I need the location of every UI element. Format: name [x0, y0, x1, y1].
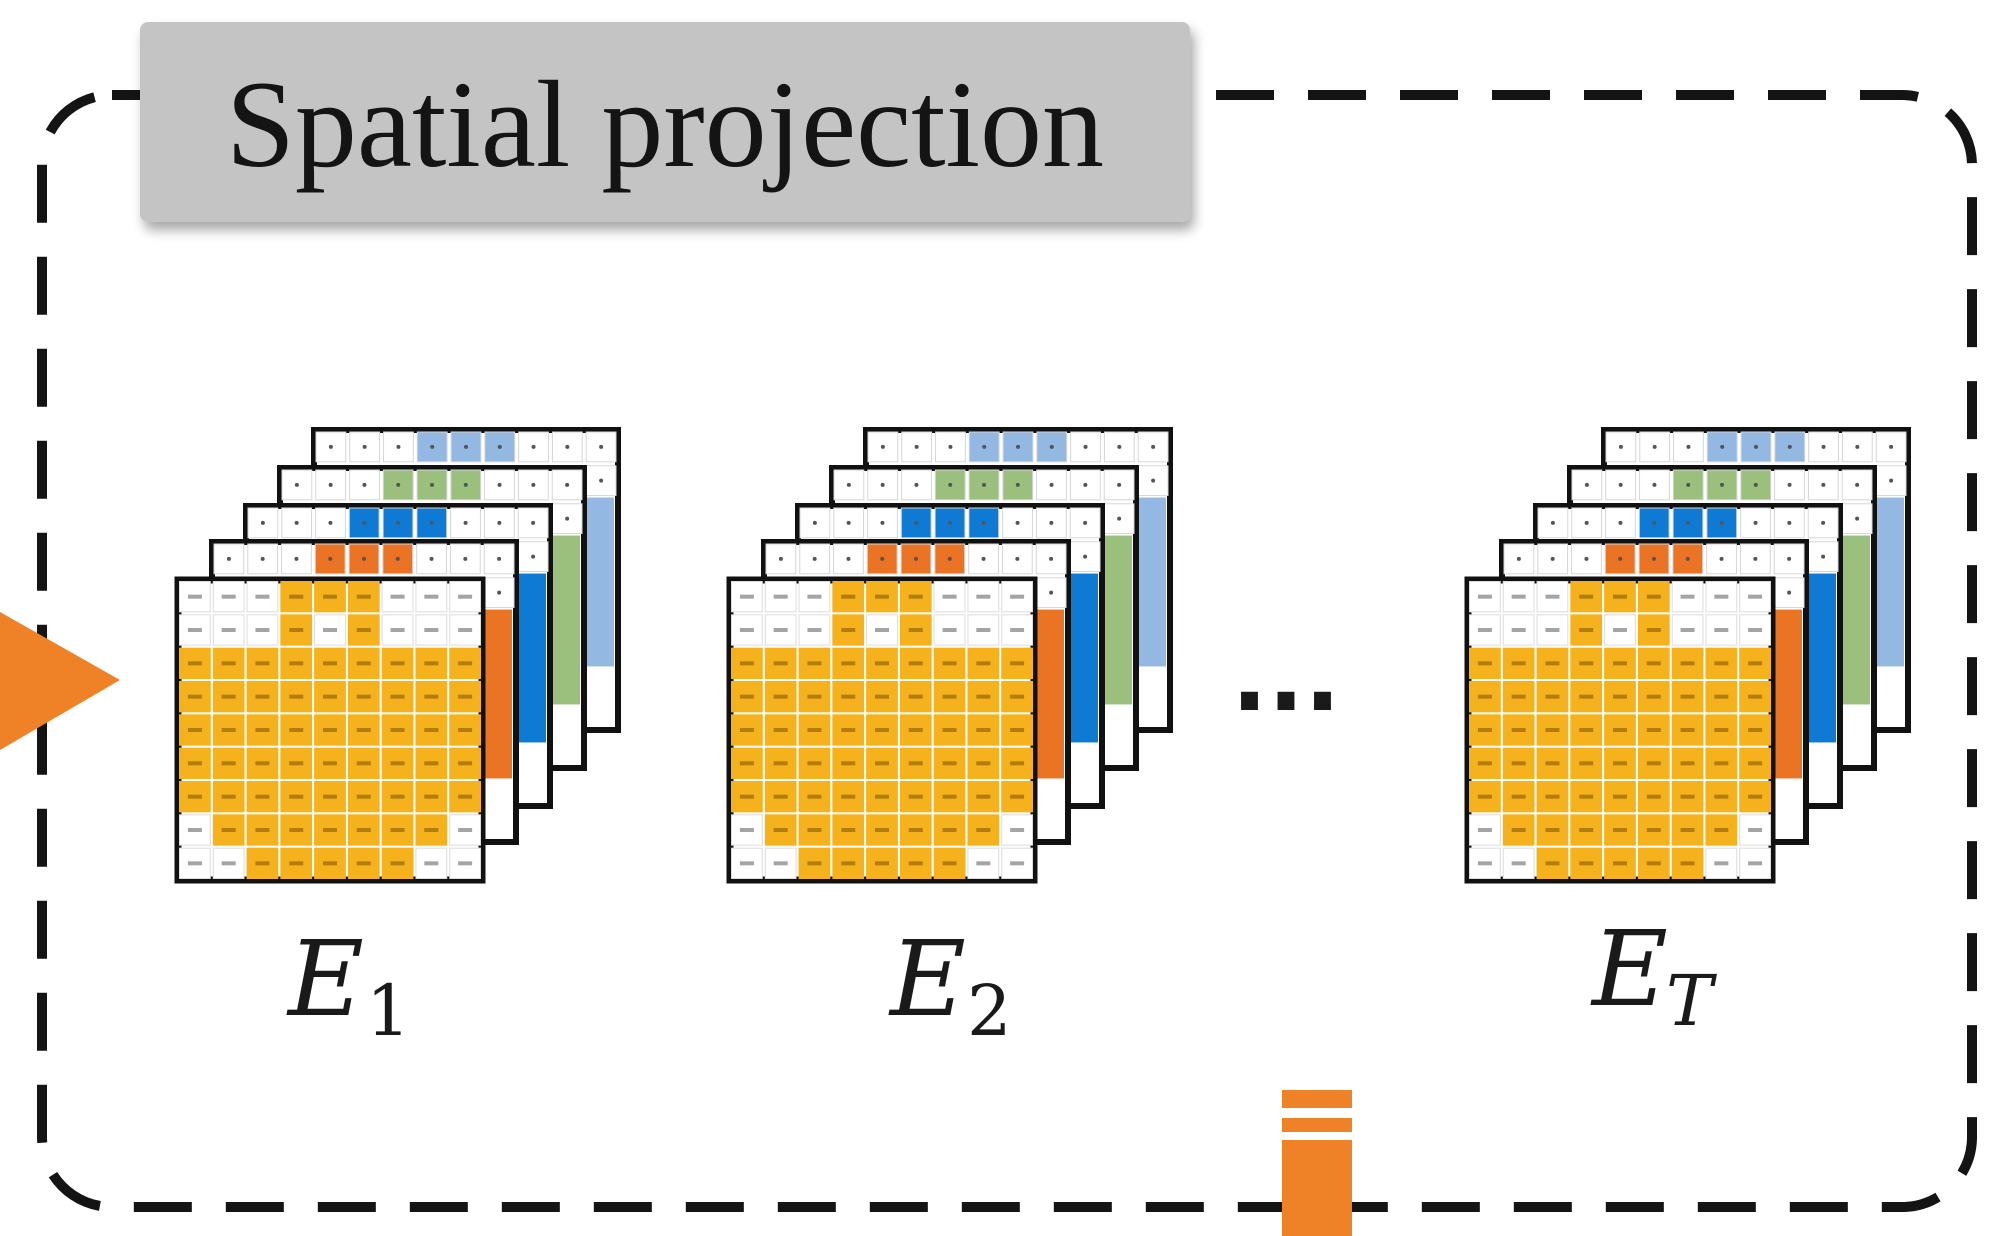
stack-subscript: 2 [967, 970, 1012, 1052]
stack-symbol: E [888, 918, 966, 1040]
stack-subscript: 1 [366, 970, 411, 1052]
stack-label-et: E T [1590, 908, 1717, 1042]
stack-symbol: E [286, 918, 364, 1040]
stack-label-e2: E 2 [888, 918, 1012, 1052]
panel-title: Spatial projection [226, 56, 1104, 193]
stack-symbol: E [1590, 908, 1668, 1030]
eeg-frame-stack [1464, 427, 1911, 884]
output-connector-icon [1282, 1090, 1352, 1236]
eeg-frame-front [174, 576, 486, 884]
stack-ellipsis: ... [1231, 621, 1340, 733]
eeg-frame-stack [726, 427, 1173, 884]
stack-label-e1: E 1 [286, 918, 411, 1052]
title-box [140, 22, 1190, 222]
svg-text:E: E [888, 918, 966, 1040]
eeg-frame-front [726, 576, 1038, 884]
input-arrow-icon [0, 612, 120, 750]
svg-text:E: E [286, 918, 364, 1040]
svg-text:E: E [1590, 908, 1668, 1030]
stack-subscript: T [1666, 960, 1717, 1042]
eeg-frame-stacks [174, 427, 1911, 884]
eeg-frame-front [1464, 576, 1776, 884]
eeg-frame-stack [174, 427, 621, 884]
